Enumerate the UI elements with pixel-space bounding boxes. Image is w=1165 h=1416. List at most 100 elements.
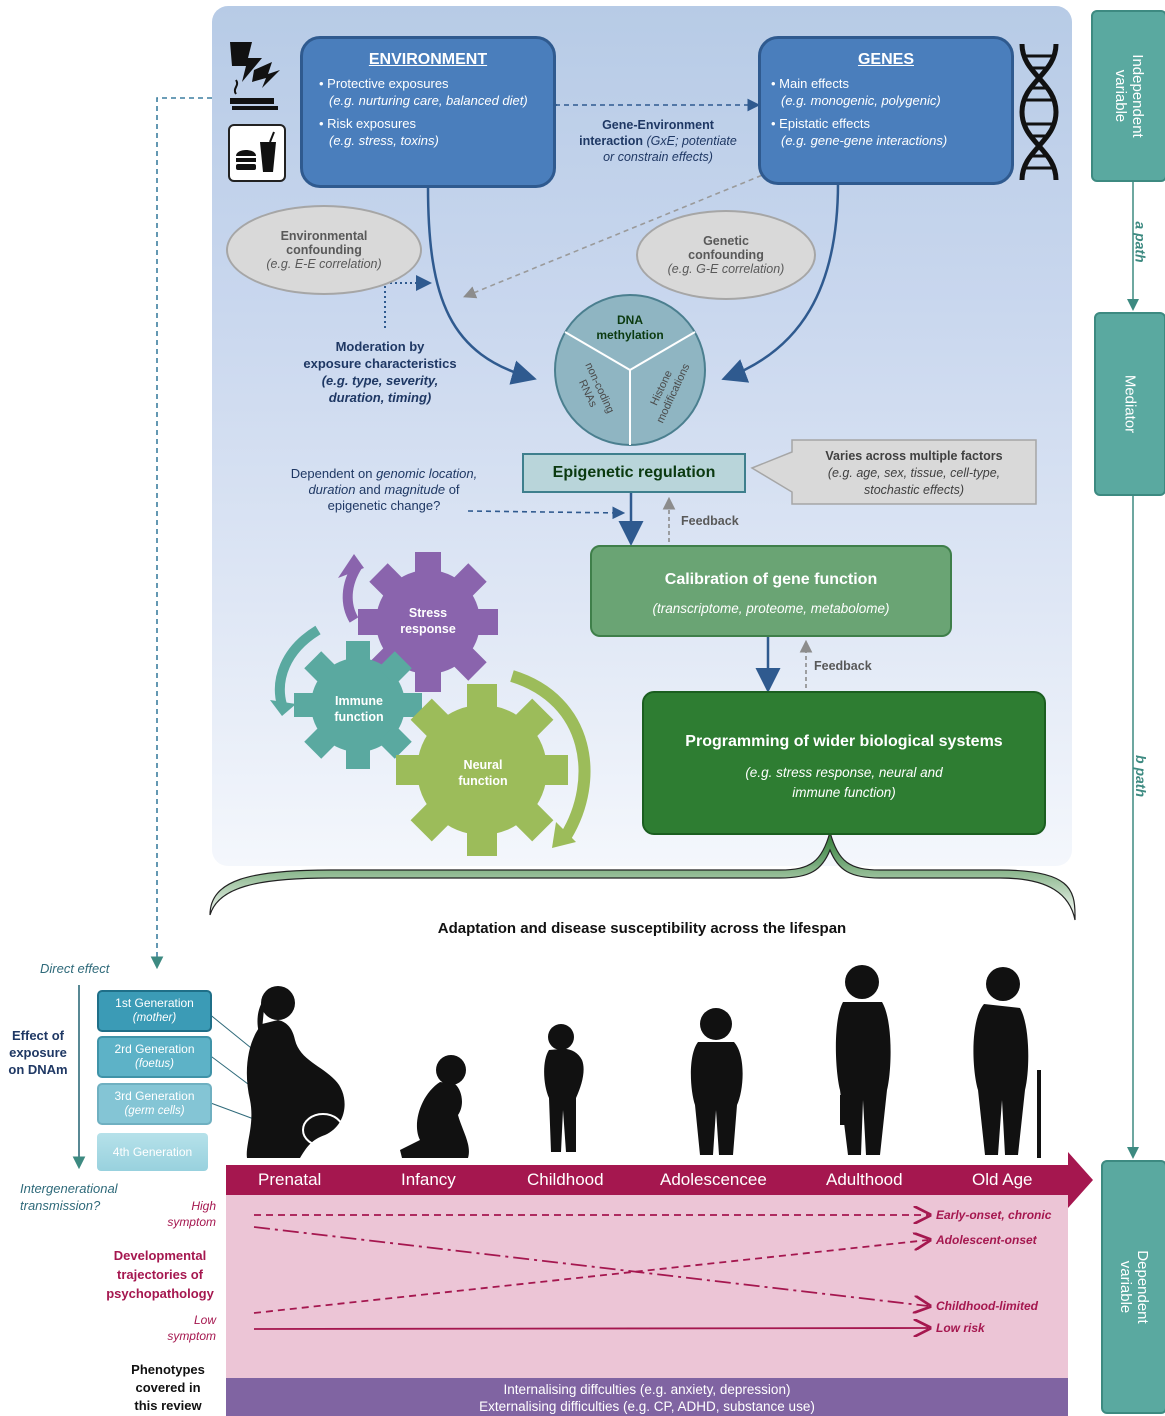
adolescent-silhouette (690, 1008, 743, 1155)
varies-label: Varies across multiple factors (e.g. age… (796, 448, 1032, 499)
lifespan-brace (209, 829, 1076, 921)
independent-variable-label: Independent variable (1112, 54, 1146, 137)
high-line-2: symptom (167, 1215, 216, 1229)
dev-line-1: Developmental (113, 1248, 207, 1263)
intergenerational-label: Intergenerational transmission? (20, 1180, 118, 1214)
intergen-line-2: transmission? (20, 1198, 101, 1213)
dependent-line-3: epigenetic change? (327, 498, 441, 513)
developmental-trajectories-label: Developmental trajectories of psychopath… (100, 1246, 220, 1303)
epigenetic-regulation-box: Epigenetic regulation (522, 453, 746, 493)
dna-label-1: DNA (617, 313, 643, 327)
mediator-box: Mediator (1094, 312, 1165, 496)
generation-2-box: 2rd Generation (foetus) (97, 1036, 212, 1078)
gxe-label: Gene-Environment interaction (GxE; poten… (560, 117, 756, 165)
neural-gear-label: Neural function (444, 757, 522, 789)
lifespan-arrow (226, 1152, 1093, 1208)
generation-3-sub: (germ cells) (124, 1105, 185, 1117)
env-confounding-line-3: (e.g. E-E correlation) (266, 257, 382, 271)
infancy-silhouette (400, 1055, 469, 1158)
independent-line-2: variable (1112, 69, 1129, 123)
independent-variable-box: Independent variable (1091, 10, 1165, 182)
risk-exposures: • Risk exposures (319, 116, 417, 131)
generation-2-label: 2rd Generation (114, 1042, 195, 1056)
environmental-confounding-cloud: Environmental confounding (e.g. E-E corr… (226, 205, 422, 295)
genetic-confounding-arrow (463, 171, 771, 299)
moderation-line-3: (e.g. type, severity, (321, 373, 439, 388)
stage-adolescence: Adolescencee (660, 1170, 767, 1189)
feedback-label-1: Feedback (681, 514, 739, 528)
stage-prenatal: Prenatal (258, 1170, 322, 1189)
dependent-2d: of (445, 482, 460, 497)
intergen-line-1: Intergenerational (20, 1181, 118, 1196)
b-path-label: b path (1133, 755, 1149, 797)
moderation-line-1: Moderation by (335, 339, 425, 354)
dependent-arrow (467, 506, 626, 520)
programming-title: Programming of wider biological systems (685, 733, 1003, 750)
dev-line-2: trajectories of (117, 1267, 203, 1282)
programming-line-2: (e.g. stress response, neural and (745, 765, 943, 780)
phenotypes-label: Phenotypes covered in this review (118, 1361, 218, 1415)
env-confounding-line-1: Environmental (280, 229, 368, 243)
protective-exposures: • Protective exposures (319, 76, 449, 91)
immune-gear-label: Immune function (322, 693, 396, 725)
externalising-text: Externalising difficulties (e.g. CP, ADH… (479, 1399, 815, 1414)
gen-confounding-line-3: (e.g. G-E correlation) (667, 262, 785, 276)
programming-line-3: immune function) (792, 785, 896, 800)
immune-label-1: Immune (335, 694, 383, 708)
moderation-line-2: exposure characteristics (303, 356, 457, 371)
generation-4-label: 4th Generation (112, 1144, 193, 1159)
gen-4-bg (97, 1133, 208, 1171)
dna-label-2: methylation (596, 328, 664, 342)
main-effects-example: (e.g. monogenic, polygenic) (781, 93, 941, 108)
generation-4-box: 4th Generation (97, 1133, 208, 1171)
environment-box: ENVIRONMENT • Protective exposures (e.g.… (300, 36, 556, 188)
generation-1-sub: (mother) (132, 1012, 177, 1024)
low-symptom-label: Low symptom (140, 1312, 216, 1344)
old-age-silhouette (973, 967, 1041, 1158)
lightning-smoking-icon (222, 40, 282, 114)
stress-label-2: response (400, 622, 456, 636)
low-risk-line (253, 1328, 928, 1329)
dependent-line-1: Dependent (1134, 1250, 1151, 1324)
varies-arrow-shape (750, 439, 1037, 505)
b-path-text: b path (1133, 755, 1149, 797)
calibration-box: Calibration of gene function (transcript… (590, 545, 952, 637)
independent-line-1: Independent (1129, 54, 1146, 138)
internalising-text: Internalising diffculties (e.g. anxiety,… (503, 1382, 791, 1397)
childhood-limited-label: Childhood-limited (936, 1299, 1038, 1313)
varies-line-3: stochastic effects) (863, 483, 965, 497)
stage-infancy: Infancy (401, 1170, 456, 1189)
silhouettes (246, 965, 1041, 1158)
moderation-label: Moderation by exposure characteristics (… (290, 338, 470, 406)
effect-on-dnam-label: Effect of exposure on DNAm (2, 1027, 74, 1078)
direct-effect-label: Direct effect (40, 961, 110, 976)
risk-example: (e.g. stress, toxins) (329, 133, 439, 148)
mediator-label: Mediator (1121, 374, 1139, 434)
dependent-variable-box: Dependent variable (1101, 1160, 1165, 1414)
generation-3-label: 3rd Generation (114, 1089, 195, 1103)
dependent-label: Dependent on genomic location, duration … (284, 466, 484, 514)
gxe-line-1: Gene-Environment (602, 118, 714, 132)
immune-gear-arrow (274, 625, 321, 707)
gen-confounding-line-2: confounding (688, 248, 764, 262)
direct-effect-arrow (150, 97, 212, 970)
stage-adulthood: Adulthood (826, 1170, 903, 1189)
phenotypes-line-1: Phenotypes (131, 1362, 205, 1377)
childhood-limited-line (253, 1226, 928, 1306)
effect-line-1: Effect of (12, 1028, 64, 1043)
dependent-2b: and (355, 482, 385, 497)
low-risk-label: Low risk (936, 1321, 985, 1335)
epistatic-effects: • Epistatic effects (771, 116, 870, 131)
main-effects: • Main effects (771, 76, 850, 91)
early-onset-label: Early-onset, chronic (936, 1208, 1052, 1222)
dna-icon (1018, 43, 1060, 181)
effect-line-3: on DNAm (8, 1062, 68, 1077)
protective-example: (e.g. nurturing care, balanced diet) (329, 93, 528, 108)
neural-label-2: function (458, 774, 508, 788)
phenotypes-line-3: this review (134, 1398, 202, 1413)
stress-gear-label: Stress response (390, 605, 466, 637)
high-line-1: High (191, 1199, 216, 1213)
trajectory-area (226, 1195, 1068, 1378)
stage-childhood: Childhood (527, 1170, 604, 1189)
phenotypes-line-2: covered in (135, 1380, 201, 1395)
